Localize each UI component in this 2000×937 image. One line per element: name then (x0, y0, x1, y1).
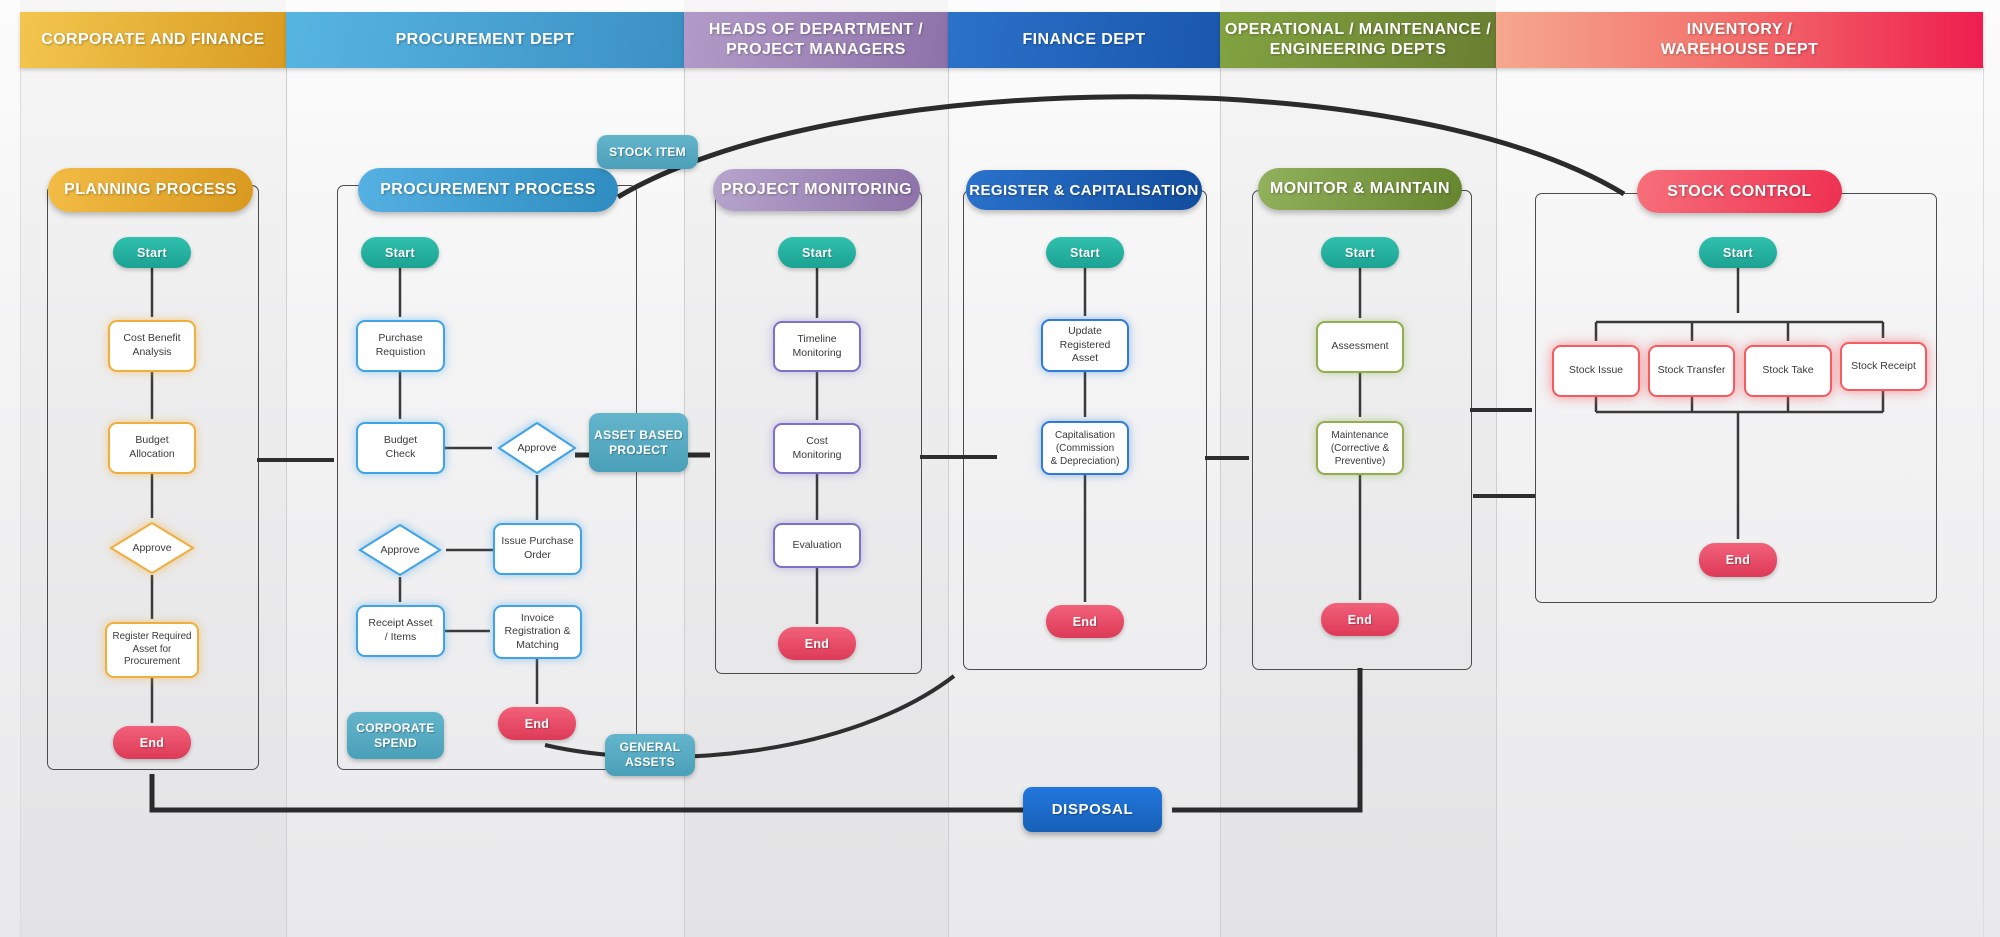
register-capitalisation-end: End (1046, 605, 1124, 638)
step-update-registered-asset: Update Registered Asset (1041, 319, 1129, 372)
step-maintenance: Maintenance (Corrective & Preventive) (1316, 421, 1404, 475)
lane-separator (286, 66, 287, 937)
step-assessment: Assessment (1316, 321, 1404, 373)
procurement-process-container (337, 185, 637, 770)
step-issue-purchase-order: Issue Purchase Order (493, 523, 582, 575)
step-cost-monitoring: Cost Monitoring (773, 423, 861, 474)
lane-separator (1220, 66, 1221, 937)
disposal-to-planning (149, 774, 1023, 813)
lane-separator (1496, 66, 1497, 937)
step-budget-allocation: Budget Allocation (108, 422, 196, 474)
project-monitoring-title: PROJECT MONITORING (713, 169, 920, 211)
lane-edge-left (20, 66, 21, 937)
corporate-spend-tag: CORPORATE SPEND (347, 712, 444, 759)
lane-separator (684, 66, 685, 937)
stock-control-title: STOCK CONTROL (1637, 170, 1842, 213)
decision-approve-budget-label: Approve (517, 442, 557, 454)
planning-process-title: PLANNING PROCESS (48, 168, 253, 212)
procurement-end: End (498, 707, 576, 740)
decision-approve-order-label: Approve (380, 544, 420, 556)
planning-process-container (47, 185, 259, 770)
register-capitalisation-title: REGISTER & CAPITALISATION (966, 170, 1202, 210)
stock-control-end: End (1699, 543, 1777, 577)
procurement-start: Start (361, 237, 439, 268)
lane-header-operational-depts: OPERATIONAL / MAINTENANCE / ENGINEERING … (1220, 12, 1496, 68)
lane-header-inventory-warehouse: INVENTORY / WAREHOUSE DEPT (1496, 12, 1983, 68)
step-register-required-asset: Register Required Asset for Procurement (105, 622, 199, 678)
register-capitalisation-start: Start (1046, 237, 1124, 268)
monitor-maintain-start: Start (1321, 237, 1399, 268)
asset-based-project-tag: ASSET BASED PROJECT (589, 413, 688, 472)
disposal-node: DISPOSAL (1023, 787, 1162, 832)
lane-header-finance-dept: FINANCE DEPT (948, 12, 1220, 68)
decision-approve-planning: Approve (109, 521, 195, 575)
step-receipt-asset-items: Receipt Asset / Items (356, 605, 445, 657)
planning-start: Start (113, 237, 191, 268)
lane-header-corporate-finance: CORPORATE AND FINANCE (20, 12, 286, 68)
lane-separator (948, 66, 949, 937)
stock-control-start: Start (1699, 237, 1777, 268)
general-assets-tag: GENERAL ASSETS (605, 734, 695, 776)
step-budget-check: Budget Check (356, 422, 445, 474)
step-invoice-registration-matching: Invoice Registration & Matching (493, 605, 582, 659)
monitor-to-disposal (1172, 668, 1363, 813)
procurement-process-title: PROCUREMENT PROCESS (358, 168, 618, 212)
step-purchase-requistion: Purchase Requistion (356, 320, 445, 372)
monitor-maintain-title: MONITOR & MAINTAIN (1258, 168, 1462, 210)
step-capitalisation: Capitalisation (Commission & Depreciatio… (1041, 421, 1129, 475)
lane-header-heads-of-department: HEADS OF DEPARTMENT / PROJECT MANAGERS (684, 12, 948, 68)
step-timeline-monitoring: Timeline Monitoring (773, 321, 861, 372)
lane-edge-right (1983, 66, 1984, 937)
lane-header-procurement-dept: PROCUREMENT DEPT (286, 12, 684, 68)
step-stock-receipt: Stock Receipt (1840, 342, 1927, 391)
project-monitoring-start: Start (778, 237, 856, 268)
decision-approve-order: Approve (358, 523, 442, 577)
planning-end: End (113, 726, 191, 759)
step-cost-benefit-analysis: Cost Benefit Analysis (108, 320, 196, 372)
step-stock-take: Stock Take (1744, 345, 1832, 397)
monitor-maintain-end: End (1321, 603, 1399, 636)
stock-item-tag: STOCK ITEM (597, 135, 698, 169)
decision-approve-planning-label: Approve (132, 542, 172, 554)
step-evaluation: Evaluation (773, 523, 861, 568)
decision-approve-budget: Approve (497, 421, 577, 475)
step-stock-transfer: Stock Transfer (1648, 345, 1735, 397)
step-stock-issue: Stock Issue (1552, 345, 1640, 397)
project-monitoring-end: End (778, 627, 856, 660)
